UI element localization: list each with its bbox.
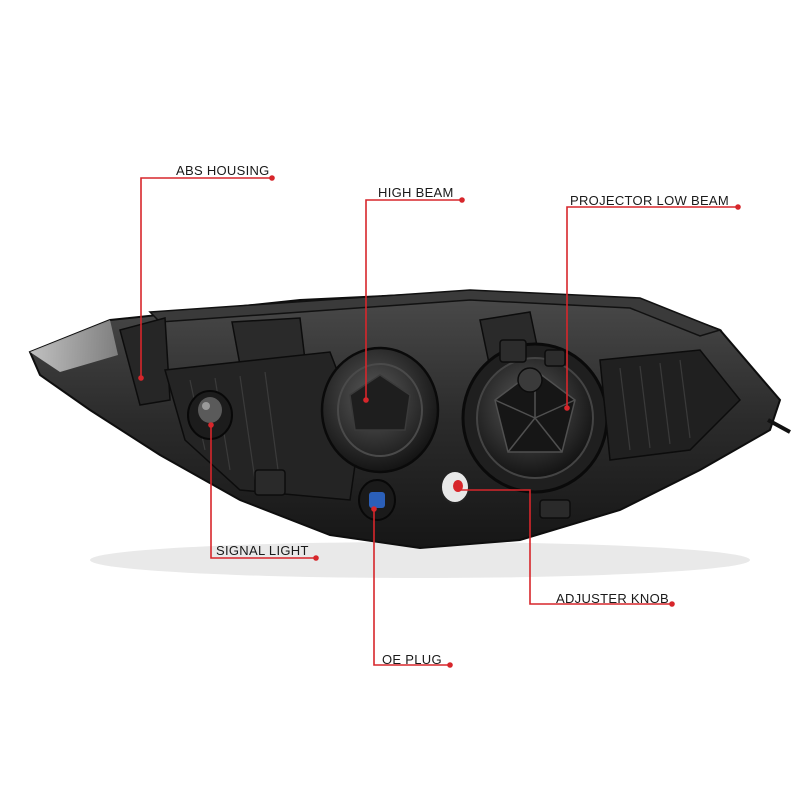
dot-projector-start xyxy=(564,405,570,411)
back-plate xyxy=(164,351,361,501)
dot-oeplug-end xyxy=(447,662,453,668)
bottom-clip-left xyxy=(254,469,286,496)
top-flange xyxy=(148,289,723,337)
label-high-beam: HIGH BEAM xyxy=(378,185,454,200)
wire-lead xyxy=(767,418,791,434)
label-signal-light: SIGNAL LIGHT xyxy=(216,543,309,558)
ground-shadow xyxy=(90,542,750,578)
leader-oe-plug xyxy=(373,509,450,666)
label-adjuster-knob: ADJUSTER KNOB xyxy=(556,591,669,606)
lens-edge xyxy=(30,320,118,372)
oe-plug-part xyxy=(358,479,396,521)
leader-high-beam xyxy=(365,199,462,400)
label-abs-housing: ABS HOUSING xyxy=(176,163,270,178)
dot-projector-end xyxy=(735,204,741,210)
dot-highbeam-start xyxy=(363,397,369,403)
dot-adjuster-end xyxy=(669,601,675,607)
dot-abs-start xyxy=(138,375,144,381)
adjuster-knob-part xyxy=(440,470,470,504)
projector-fittings xyxy=(499,339,566,393)
side-vent xyxy=(599,349,742,461)
mount-tab-left xyxy=(119,317,171,406)
projector-low-beam-cap xyxy=(461,342,609,494)
leader-signal-light xyxy=(210,425,316,559)
dot-highbeam-end xyxy=(459,197,465,203)
dot-oeplug-start xyxy=(371,506,377,512)
signal-socket xyxy=(187,390,233,440)
leader-projector xyxy=(566,206,738,408)
label-projector-low-beam: PROJECTOR LOW BEAM xyxy=(570,193,730,208)
label-oe-plug: OE PLUG xyxy=(382,652,442,667)
leader-adjuster-knob xyxy=(458,489,672,605)
dot-signal-end xyxy=(313,555,319,561)
high-beam-cap xyxy=(320,346,440,474)
dot-signal-start xyxy=(208,422,214,428)
leader-abs-housing xyxy=(140,177,272,378)
bottom-clip-right xyxy=(539,499,571,519)
dot-abs-end xyxy=(269,175,275,181)
